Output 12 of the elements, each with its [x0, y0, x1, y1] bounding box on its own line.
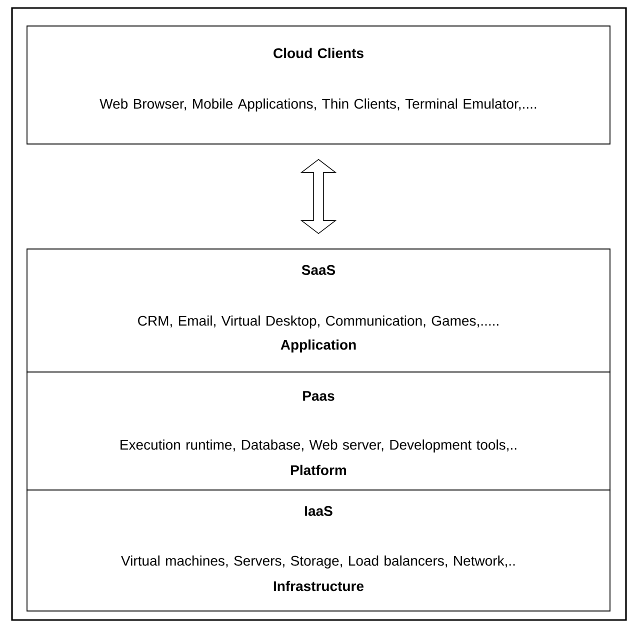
layer-title: Cloud Clients — [274, 48, 364, 58]
layer-title: SaaS — [302, 265, 336, 275]
layer-label: Application — [280, 339, 356, 353]
layer-label: Infrastructure — [274, 580, 364, 592]
layer-description: CRM, Email, Virtual Desktop, Communication, Games,..... — [138, 315, 498, 329]
layer-description: Virtual machines, Servers, Storage, Load balancers, Network,.. — [121, 555, 515, 569]
layer-description: Web Browser, Mobile Applications, Thin Clients, Terminal Emulator,.... — [100, 98, 536, 112]
layer-title: Paas — [303, 391, 334, 401]
outer-frame — [11, 7, 627, 621]
layer-label: Platform — [291, 464, 346, 476]
layer-description: Execution runtime, Database, Web server, Development tools,.. — [120, 439, 516, 453]
layer-title: IaaS — [305, 506, 332, 516]
